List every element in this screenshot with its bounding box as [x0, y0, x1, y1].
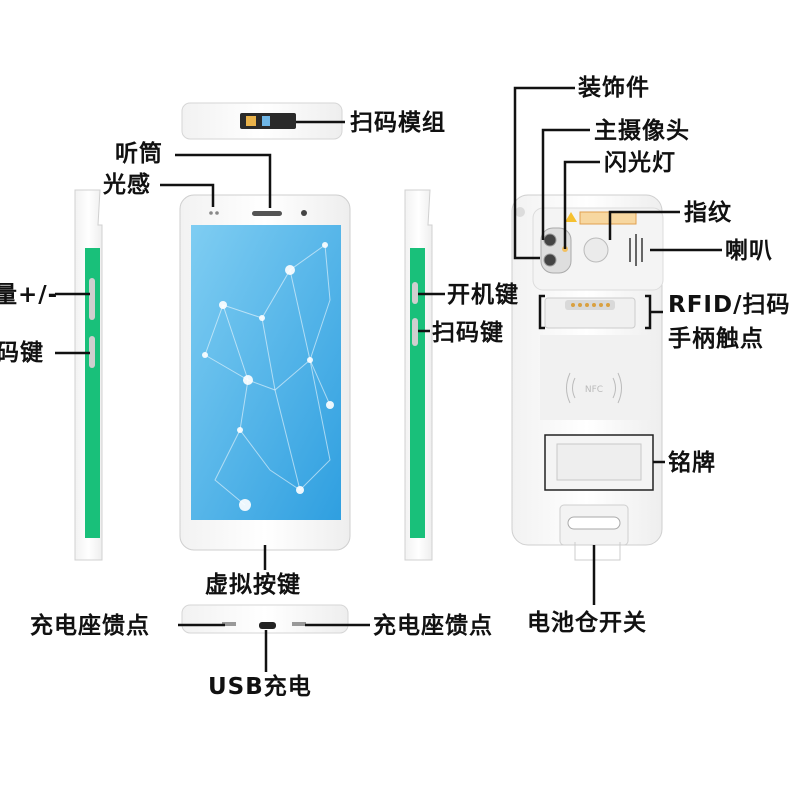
label-nameplate: 铭牌	[668, 450, 716, 476]
right-scan-key	[412, 318, 418, 346]
main-camera	[543, 233, 557, 247]
label-volume: 量+/-	[0, 282, 59, 308]
label-battery-switch: 电池仓开关	[527, 610, 647, 636]
label-handle-contacts: 手柄触点	[668, 326, 764, 352]
right-side-view	[404, 189, 433, 561]
label-main-camera: 主摄像头	[594, 118, 690, 144]
label-rfid: RFID/扫码	[668, 292, 791, 318]
nfc-mark: NFC	[585, 385, 603, 395]
handle-contacts	[565, 300, 615, 310]
label-scan-module: 扫码模组	[350, 110, 446, 136]
fingerprint-sensor	[583, 237, 609, 263]
charge-contact-right	[292, 622, 306, 626]
top-view	[181, 102, 343, 140]
front-camera	[301, 210, 307, 216]
warning-sticker	[579, 211, 637, 225]
earpiece	[252, 211, 282, 216]
power-key	[412, 282, 418, 304]
charge-contact-left	[222, 622, 236, 626]
label-earpiece: 听筒	[115, 141, 163, 167]
left-green-stripe	[85, 248, 100, 538]
label-virtual-keys: 虚拟按键	[205, 572, 301, 598]
speaker-grille	[629, 234, 643, 266]
label-decoration: 装饰件	[578, 75, 650, 101]
light-sensor	[209, 211, 213, 215]
volume-key	[89, 278, 95, 320]
battery-switch	[567, 516, 621, 530]
leader-lines	[55, 86, 722, 672]
nfc-waves	[566, 372, 622, 404]
label-speaker: 喇叭	[725, 238, 773, 264]
label-scan-key-left: 码键	[0, 340, 44, 366]
label-scan-key-right: 扫码键	[432, 320, 504, 346]
label-light-sensor: 光感	[103, 172, 151, 198]
label-charge-contact-left: 充电座馈点	[30, 613, 150, 639]
label-power-key: 开机键	[447, 282, 519, 308]
left-scan-key	[89, 336, 95, 368]
usb-port	[259, 622, 276, 629]
label-usb-charge: USB充电	[208, 674, 312, 700]
bottom-view	[181, 604, 349, 634]
label-flash: 闪光灯	[604, 150, 676, 176]
label-charge-contact-right: 充电座馈点	[373, 613, 493, 639]
left-side-view	[74, 189, 103, 561]
screen	[191, 225, 341, 520]
front-view	[179, 194, 351, 551]
back-view: NFC	[511, 194, 664, 561]
label-fingerprint: 指纹	[684, 200, 732, 226]
